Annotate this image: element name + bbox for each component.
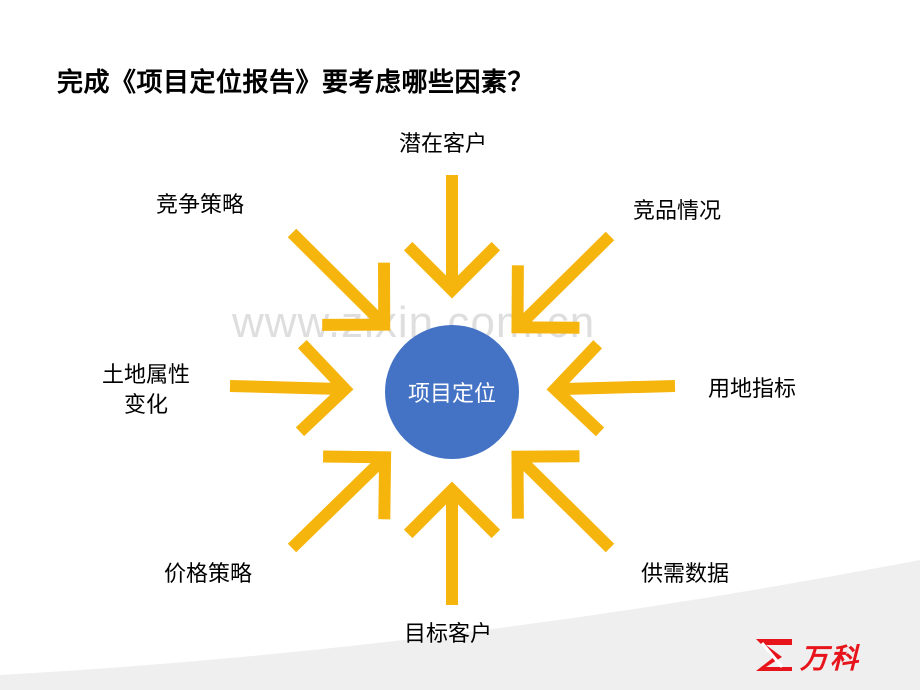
arrow-bottom-right-shaft bbox=[516, 455, 615, 553]
arrow-top-head bbox=[403, 241, 501, 299]
arrow-bottom-left-head bbox=[323, 450, 392, 520]
hub-label: 项目定位 bbox=[407, 382, 496, 407]
factor-left-line2: 变化 bbox=[123, 393, 168, 418]
arrow-top-left bbox=[287, 228, 391, 331]
factor-bottom-left: 价格策略 bbox=[164, 562, 253, 587]
arrow-top bbox=[403, 175, 501, 299]
vanke-logo-icon bbox=[756, 639, 792, 671]
arrow-top-left-shaft bbox=[287, 228, 386, 327]
arrow-left-shaft bbox=[229, 380, 342, 395]
arrow-top-right bbox=[511, 231, 615, 334]
arrow-top-left-head bbox=[322, 262, 391, 331]
arrow-bottom bbox=[403, 481, 501, 605]
arrow-right-head bbox=[546, 340, 605, 437]
arrow-bottom-left-shaft bbox=[287, 455, 387, 553]
logo-text: 万科 bbox=[800, 642, 861, 675]
arrow-top-right-head bbox=[511, 265, 580, 334]
arrow-bottom-right bbox=[511, 450, 615, 553]
factor-top: 潜在客户 bbox=[399, 132, 488, 157]
factor-right: 用地指标 bbox=[708, 377, 797, 402]
factor-top-right: 竞品情况 bbox=[633, 199, 722, 224]
arrow-right-shaft bbox=[558, 380, 676, 396]
arrow-top-right-shaft bbox=[516, 231, 615, 329]
factor-left: 土地属性 变化 bbox=[94, 361, 198, 421]
factor-left-line1: 土地属性 bbox=[101, 363, 190, 388]
arrow-bottom-head bbox=[403, 481, 501, 539]
arrow-right bbox=[546, 340, 676, 437]
factor-bottom: 目标客户 bbox=[404, 622, 493, 647]
factor-bottom-right: 供需数据 bbox=[641, 562, 730, 587]
hub-circle: 项目定位 bbox=[385, 325, 519, 459]
factor-top-left: 竞争策略 bbox=[156, 193, 245, 218]
arrow-bottom-right-head bbox=[511, 450, 580, 519]
arrow-bottom-left bbox=[287, 450, 392, 553]
arrow-left-head bbox=[295, 339, 354, 437]
page-title: 完成《项目定位报告》要考虑哪些因素？ bbox=[57, 68, 535, 98]
arrow-left bbox=[229, 339, 354, 437]
